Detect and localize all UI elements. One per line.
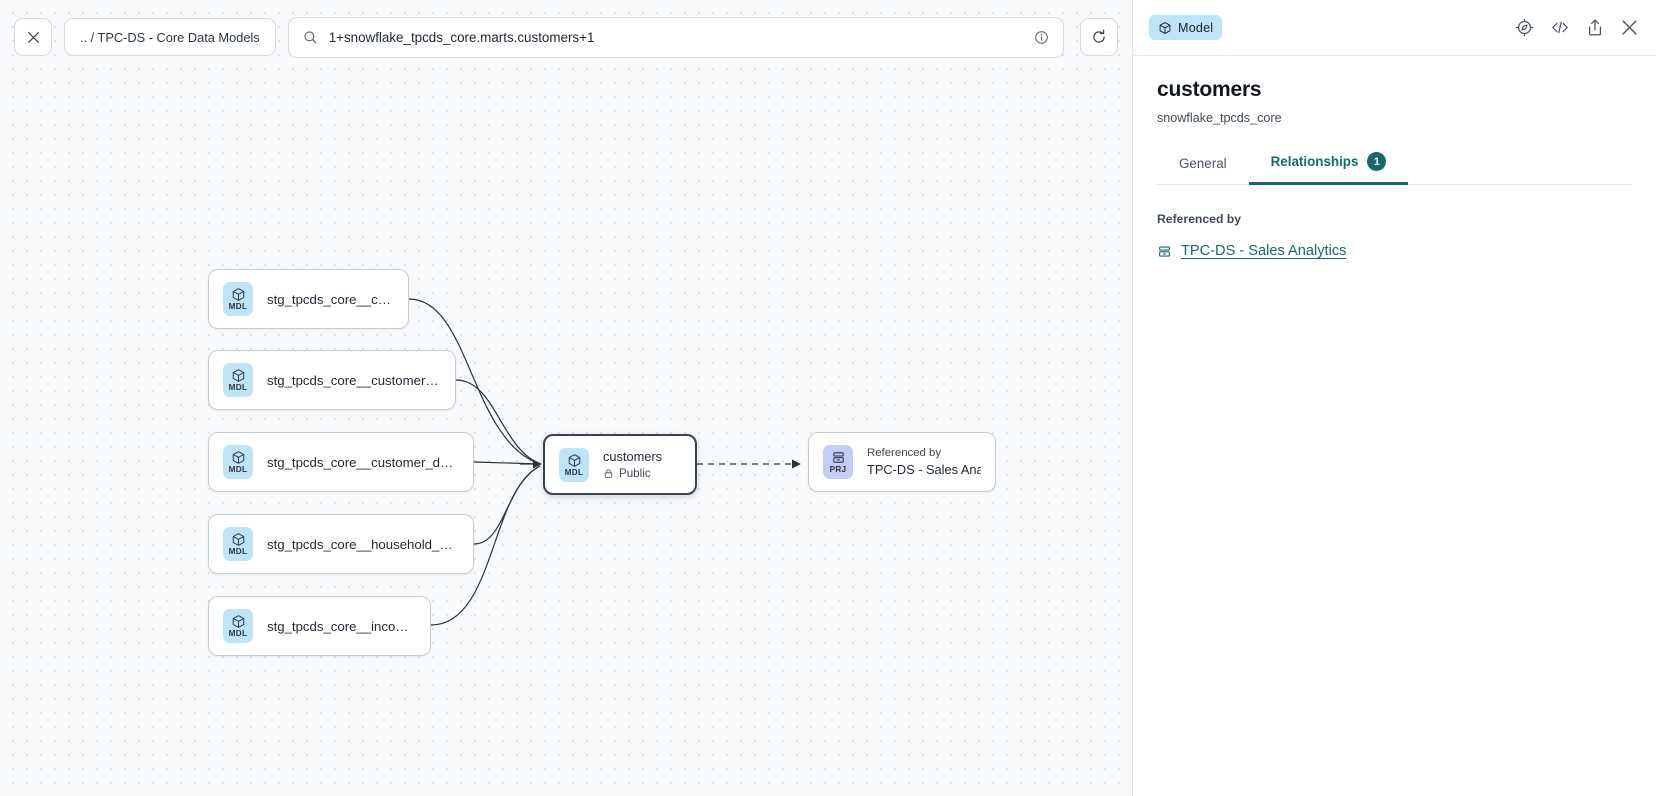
panel-tabs: General Relationships 1: [1157, 152, 1632, 185]
badge-label: MDL: [564, 467, 584, 477]
node-label: stg_tpcds_core__customer_address: [267, 372, 441, 388]
project-icon: [1159, 245, 1170, 257]
node-label: TPC-DS - Sales Analytics: [867, 462, 981, 477]
model-badge: MDL: [223, 445, 253, 479]
lineage-node-stg-household-demographics[interactable]: MDL stg_tpcds_core__household_demogr…: [208, 514, 474, 574]
referenced-by-item[interactable]: TPC-DS - Sales Analytics: [1157, 243, 1656, 259]
cube-icon: [1159, 21, 1171, 34]
lineage-node-stg-customer[interactable]: MDL stg_tpcds_core__customer: [208, 269, 409, 329]
explore-icon[interactable]: [1515, 18, 1534, 37]
node-label: stg_tpcds_core__income_band: [267, 618, 416, 634]
project-badge: PRJ: [823, 445, 853, 479]
lock-icon: [604, 469, 613, 478]
lineage-node-sales-analytics[interactable]: PRJ Referenced by TPC-DS - Sales Analyti…: [808, 432, 996, 492]
project-icon: [832, 452, 844, 463]
node-label: stg_tpcds_core__customer_demogra…: [267, 454, 459, 470]
model-badge: MDL: [223, 609, 253, 643]
refresh-icon: [1093, 29, 1105, 43]
panel-body: customers snowflake_tpcds_core General R…: [1133, 56, 1656, 185]
edge-household-demographics: [473, 465, 541, 545]
model-badge: MDL: [559, 447, 589, 482]
panel-header: Model: [1133, 0, 1656, 56]
lineage-node-customers[interactable]: MDL customers Public: [543, 434, 697, 495]
model-badge: MDL: [223, 363, 253, 397]
node-visibility: Public: [603, 467, 662, 480]
tab-relationships[interactable]: Relationships 1: [1248, 152, 1409, 185]
page-title: customers: [1157, 78, 1262, 101]
panel-actions: [1515, 18, 1639, 37]
model-badge: MDL: [223, 527, 253, 561]
edge-customer: [408, 298, 541, 465]
info-icon[interactable]: [1034, 30, 1049, 45]
lineage-node-stg-income-band[interactable]: MDL stg_tpcds_core__income_band: [208, 596, 431, 656]
chip-label: Model: [1178, 20, 1214, 35]
node-label: customers: [603, 449, 663, 464]
cube-icon: [568, 453, 580, 467]
close-lineage-button[interactable]: [14, 18, 52, 56]
details-panel: Model: [1132, 0, 1656, 796]
page-subtitle: snowflake_tpcds_core: [1157, 111, 1282, 125]
entity-type-chip: Model: [1149, 15, 1223, 40]
model-badge: MDL: [223, 282, 253, 316]
refresh-button[interactable]: [1080, 18, 1118, 56]
tab-label: General: [1179, 156, 1227, 171]
node-label: stg_tpcds_core__household_demogr…: [267, 536, 459, 552]
cube-icon: [232, 615, 244, 628]
badge-label: MDL: [228, 629, 248, 638]
search-input[interactable]: [328, 29, 1023, 45]
cube-icon: [232, 451, 244, 464]
cube-icon: [232, 533, 244, 546]
cube-icon: [232, 369, 244, 382]
canvas-toolbar: .. / TPC-DS - Core Data Models: [0, 0, 1132, 74]
section-label-referenced-by: Referenced by: [1157, 212, 1241, 226]
edge-customer-address: [455, 379, 541, 465]
lineage-node-stg-customer-demographics[interactable]: MDL stg_tpcds_core__customer_demogra…: [208, 432, 474, 492]
badge-label: MDL: [228, 465, 248, 474]
node-label: stg_tpcds_core__customer: [267, 291, 394, 307]
breadcrumb[interactable]: .. / TPC-DS - Core Data Models: [64, 18, 276, 56]
lineage-search[interactable]: [287, 16, 1064, 58]
badge-label: MDL: [228, 547, 248, 556]
tab-label: Relationships: [1270, 154, 1359, 169]
search-icon: [304, 30, 317, 44]
visibility-label: Public: [619, 467, 651, 480]
code-icon[interactable]: [1550, 18, 1570, 37]
badge-label: PRJ: [829, 465, 847, 474]
edge-income-band: [430, 465, 541, 626]
lineage-edges: [408, 298, 801, 626]
badge-label: MDL: [228, 302, 248, 311]
node-caption: Referenced by: [867, 447, 942, 459]
lineage-node-stg-customer-address[interactable]: MDL stg_tpcds_core__customer_address: [208, 350, 456, 410]
lineage-canvas[interactable]: .. / TPC-DS - Core Data Models: [0, 0, 1132, 796]
cube-icon: [232, 288, 244, 301]
share-icon[interactable]: [1586, 18, 1604, 37]
close-icon[interactable]: [1620, 18, 1639, 37]
close-icon: [27, 31, 39, 43]
tab-general[interactable]: General: [1157, 156, 1249, 185]
breadcrumb-label: .. / TPC-DS - Core Data Models: [80, 29, 260, 45]
referenced-by-link[interactable]: TPC-DS - Sales Analytics: [1181, 243, 1347, 259]
tab-count-badge: 1: [1367, 152, 1387, 171]
badge-label: MDL: [228, 383, 248, 392]
